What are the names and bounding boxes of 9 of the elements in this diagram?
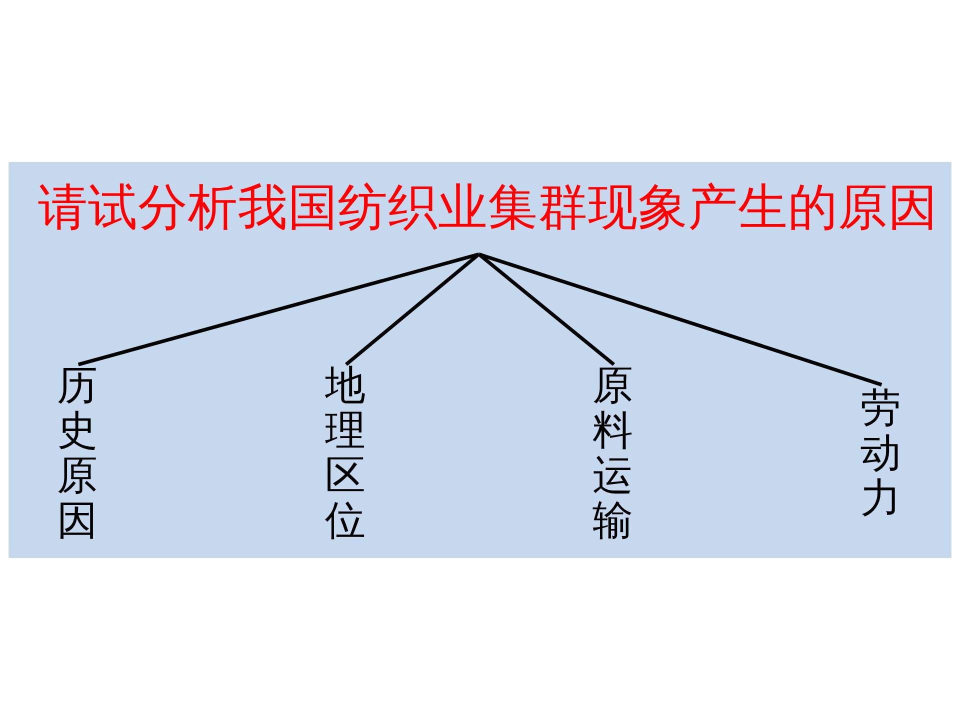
node-text: 历史原因 [57, 361, 98, 544]
node-text: 劳动力 [860, 384, 902, 522]
connector [344, 252, 480, 366]
connector [478, 252, 882, 386]
connector [78, 252, 480, 366]
connector [478, 252, 616, 366]
node-text: 请试分析我国纺织业集群现象产生的原因 [38, 178, 938, 236]
node-text: 原料运输 [592, 361, 634, 544]
node-text: 地理区位 [324, 361, 366, 544]
